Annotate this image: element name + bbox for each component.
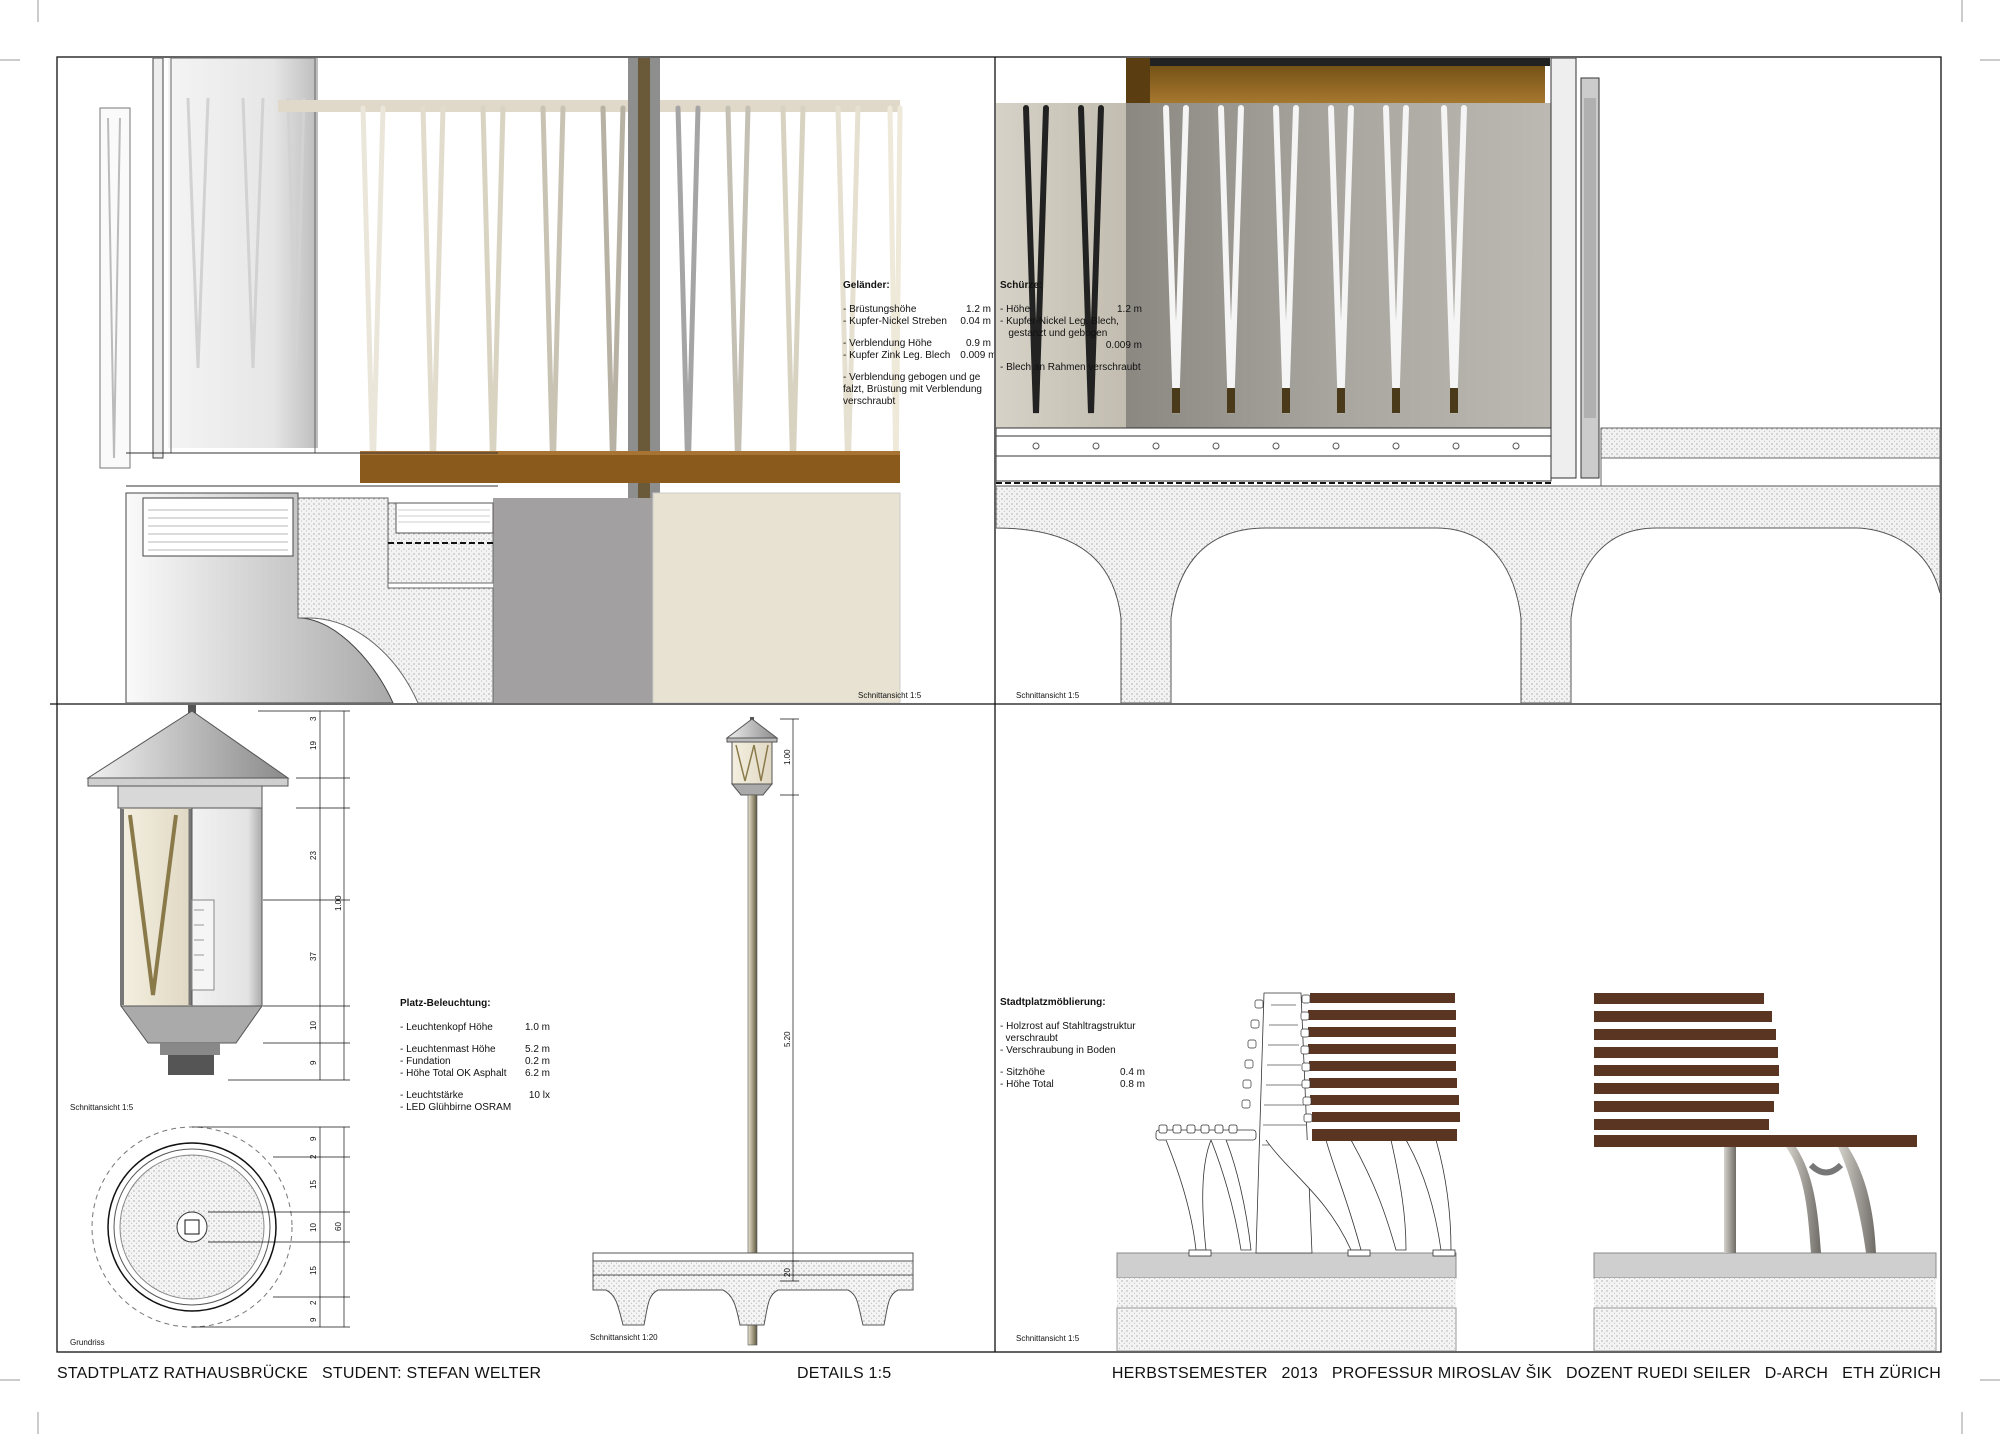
lamp-mast — [725, 717, 779, 1346]
schuerze-section-drawing — [996, 58, 1940, 703]
schuerze-row: gestanzt und gebogen — [1000, 328, 1108, 339]
moeblierung-spec: Stadtplatzmöblierung: - Holzrost auf Sta… — [1000, 997, 1145, 1091]
bench-front-elevation — [1155, 992, 1456, 1257]
gelaender-scale: Schnittansicht 1:5 — [858, 691, 922, 700]
schuerze-row: - Kupfer-Nickel Leg. Blech, — [1000, 316, 1119, 327]
moeblierung-row: - Holzrost auf Stahltragstruktur — [1000, 1021, 1136, 1032]
dim-label: 37 — [309, 952, 318, 961]
dim-label: 9 — [309, 1060, 318, 1065]
schuerze-scale: Schnittansicht 1:5 — [1016, 691, 1080, 700]
moeblierung-row: - Verschraubung in Boden — [1000, 1045, 1116, 1056]
dim-label: 23 — [309, 851, 318, 860]
bench-side-elevation — [1594, 993, 1917, 1253]
schuerze-title: Schürze: — [1000, 280, 1043, 291]
lamp-plan-scale: Grundriss — [70, 1338, 105, 1347]
dim-label: 15 — [309, 1266, 318, 1275]
lamp-plan — [91, 1126, 293, 1328]
schuerze-note: - Blech an Rahmen verschraubt — [1000, 362, 1141, 373]
lamp-drawing: 3 19 23 37 10 9 1.00 9 2 — [86, 705, 914, 1346]
footer-right: HERBSTSEMESTER 2013 PROFESSUR MIROSLAV Š… — [1111, 1365, 1941, 1382]
dim-label: 19 — [309, 741, 318, 750]
dim-label: 15 — [309, 1180, 318, 1189]
bench-drawing — [1116, 992, 1937, 1351]
dim-label: 10 — [309, 1223, 318, 1232]
dim-label: 10 — [309, 1021, 318, 1030]
dim-label: 3 — [309, 716, 318, 721]
dim-label: 5.20 — [783, 1031, 792, 1047]
lamp-head-dims — [228, 710, 350, 1081]
lamp-mast-scale: Schnittansicht 1:20 — [590, 1333, 658, 1342]
dim-label: 2 — [309, 1154, 318, 1159]
footer-left: STADTPLATZ RATHAUSBRÜCKE STUDENT: STEFAN… — [57, 1365, 542, 1382]
lamp-head — [86, 705, 290, 1075]
dim-label: 20 — [783, 1268, 792, 1277]
moeblierung-row: verschraubt — [1000, 1033, 1058, 1044]
footer-center: DETAILS 1:5 — [797, 1365, 892, 1382]
panel-beleuchtung: 3 19 23 37 10 9 1.00 9 2 — [58, 705, 994, 1351]
moeblierung-title: Stadtplatzmöblierung: — [1000, 997, 1106, 1008]
gelaender-title: Geländer: — [843, 280, 890, 291]
dim-label: 9 — [309, 1136, 318, 1141]
gelaender-note: - Verblendung gebogen und ge falzt, Brüs… — [843, 372, 982, 407]
dim-label: 1.00 — [783, 749, 792, 765]
dim-label: 60 — [334, 1222, 343, 1231]
panel-moeblierung: Stadtplatzmöblierung: - Holzrost auf Sta… — [996, 705, 1940, 1351]
beleuchtung-title: Platz-Beleuchtung: — [400, 998, 491, 1009]
dim-label: 9 — [309, 1317, 318, 1322]
lamp-head-scale: Schnittansicht 1:5 — [70, 1103, 134, 1112]
gelaender-section-drawing — [99, 58, 903, 703]
schuerze-row: 0.009 m — [1105, 340, 1142, 351]
dim-label: 2 — [309, 1300, 318, 1305]
dim-label: 1.00 — [334, 895, 343, 911]
bench-slats — [1241, 993, 1460, 1141]
beleuchtung-row: - LED Glühbirne OSRAM — [400, 1102, 512, 1113]
moeblierung-scale: Schnittansicht 1:5 — [1016, 1334, 1080, 1343]
